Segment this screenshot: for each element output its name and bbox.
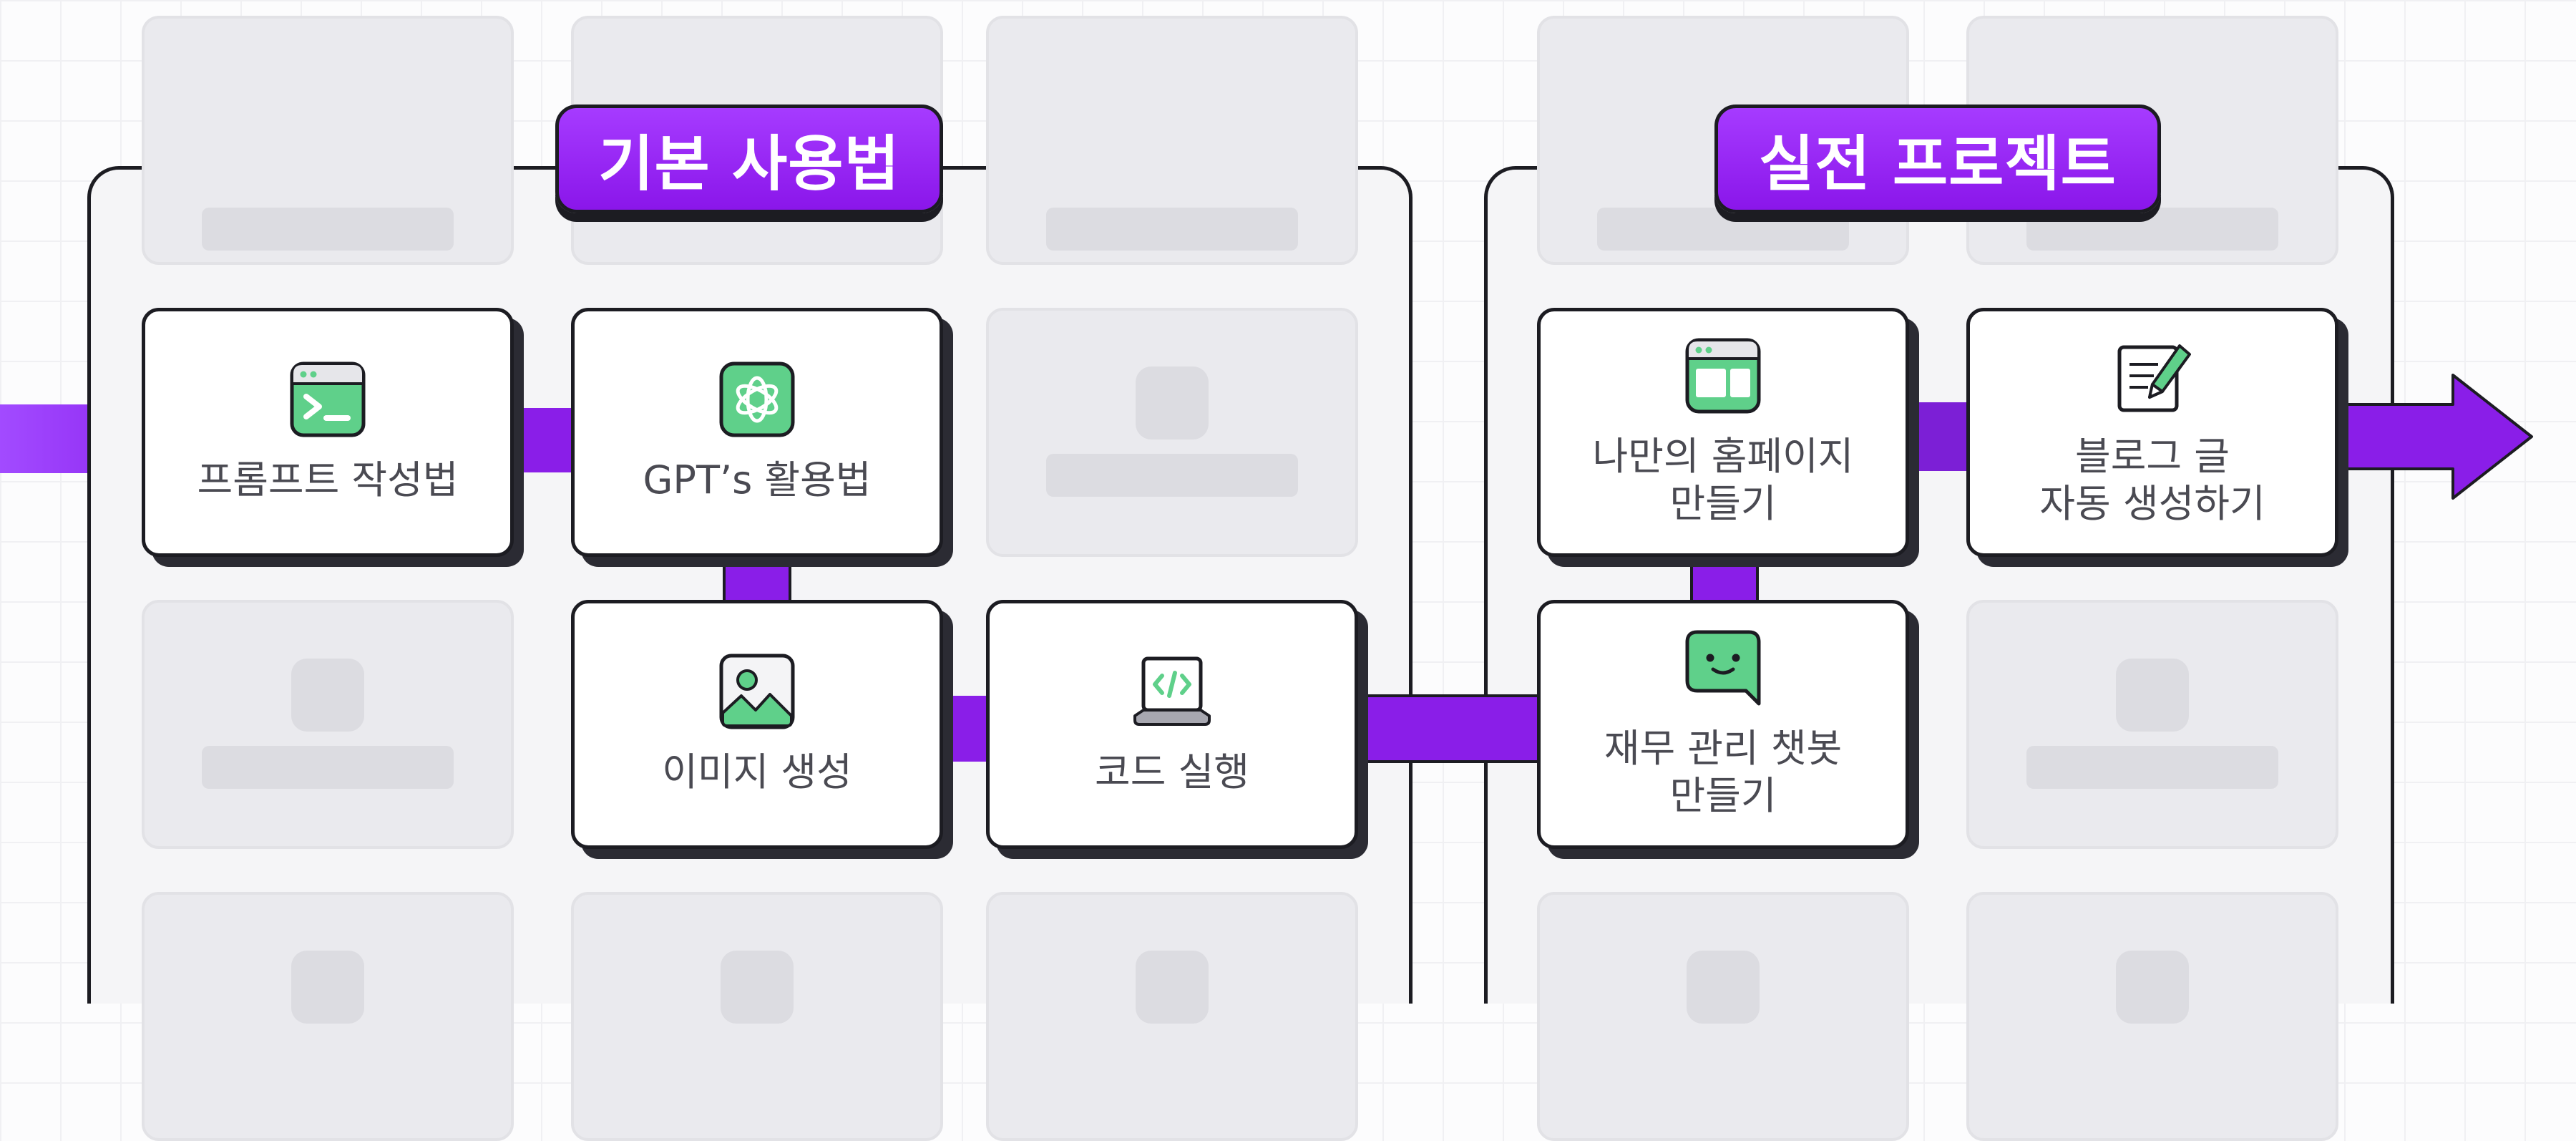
placeholder-card xyxy=(142,892,514,1141)
node-label: 코드 실행 xyxy=(1095,749,1249,795)
openai-logo-icon xyxy=(719,361,795,437)
placeholder-card xyxy=(1537,892,1909,1141)
learning-roadmap: 기본 사용법 실전 프로젝트 프롬프트 작성법 GPT’s 활용법 xyxy=(0,16,2533,1141)
node-label: 블로그 글 자동 생성하기 xyxy=(2039,433,2265,528)
node-label-line: 나만의 홈페이지 xyxy=(1592,434,1854,480)
node-label: 나만의 홈페이지 만들기 xyxy=(1593,433,1854,528)
node-label: 프롬프트 작성법 xyxy=(197,457,459,503)
placeholder-card xyxy=(571,892,943,1141)
node-prompt-writing[interactable]: 프롬프트 작성법 xyxy=(142,308,514,557)
node-image-generation[interactable]: 이미지 생성 xyxy=(571,600,943,849)
node-label-line: 만들기 xyxy=(1669,481,1777,526)
section-title-basic: 기본 사용법 xyxy=(555,105,943,213)
node-label-line: 자동 생성하기 xyxy=(2039,481,2265,526)
node-label: 재무 관리 챗봇 만들기 xyxy=(1604,725,1842,820)
node-finance-chatbot[interactable]: 재무 관리 챗봇 만들기 xyxy=(1537,600,1909,849)
flow-path xyxy=(511,408,575,472)
node-label-line: 재무 관리 챗봇 xyxy=(1604,726,1843,772)
browser-window-icon xyxy=(1685,338,1761,414)
terminal-icon xyxy=(290,361,366,437)
flow-path xyxy=(723,553,791,607)
chat-bubble-icon xyxy=(1685,630,1761,706)
placeholder-card xyxy=(1966,600,2338,849)
placeholder-card xyxy=(986,16,1358,265)
laptop-code-icon xyxy=(1133,656,1211,727)
placeholder-card xyxy=(986,308,1358,557)
section-title-project: 실전 프로젝트 xyxy=(1714,105,2161,213)
node-label-line: 블로그 글 xyxy=(2075,434,2230,480)
document-pencil-icon xyxy=(2117,344,2191,412)
flow-path xyxy=(1354,694,1543,763)
node-blog-auto-post[interactable]: 블로그 글 자동 생성하기 xyxy=(1966,308,2338,557)
node-gpts-usage[interactable]: GPT’s 활용법 xyxy=(571,308,943,557)
flow-path xyxy=(942,696,992,762)
flow-path xyxy=(1690,553,1759,607)
placeholder-card xyxy=(142,600,514,849)
image-icon xyxy=(719,654,795,729)
node-code-execution[interactable]: 코드 실행 xyxy=(986,600,1358,849)
node-label: 이미지 생성 xyxy=(662,749,852,795)
placeholder-card xyxy=(1966,892,2338,1141)
section-panel-project xyxy=(1484,166,2394,1004)
flow-path xyxy=(1905,402,1972,471)
node-label: GPT’s 활용법 xyxy=(643,457,872,503)
placeholder-card xyxy=(142,16,514,265)
flow-arrow-exit xyxy=(2324,374,2533,500)
node-homepage[interactable]: 나만의 홈페이지 만들기 xyxy=(1537,308,1909,557)
node-label-line: 만들기 xyxy=(1669,773,1777,818)
placeholder-card xyxy=(986,892,1358,1141)
